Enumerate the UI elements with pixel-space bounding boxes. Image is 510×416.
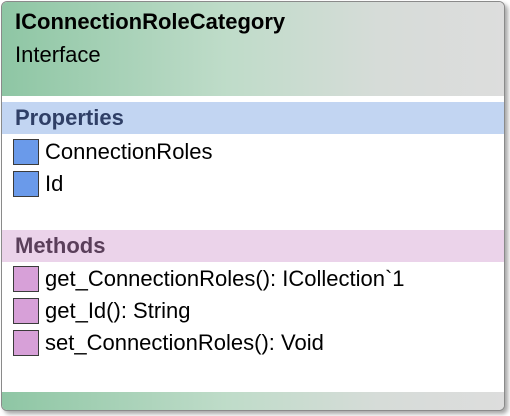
property-label: ConnectionRoles (45, 139, 213, 164)
method-item[interactable]: set_ConnectionRoles(): Void (13, 329, 324, 357)
method-icon (13, 330, 39, 356)
class-footer (2, 392, 504, 410)
method-label: get_ConnectionRoles(): ICollection`1 (45, 266, 405, 291)
method-item[interactable]: get_ConnectionRoles(): ICollection`1 (13, 265, 405, 293)
property-item[interactable]: Id (13, 170, 63, 198)
method-item[interactable]: get_Id(): String (13, 297, 191, 325)
method-label: get_Id(): String (45, 298, 191, 323)
methods-section-header[interactable]: Methods (2, 230, 504, 262)
method-label: set_ConnectionRoles(): Void (45, 330, 324, 355)
class-stereotype: Interface (15, 42, 101, 67)
class-name: IConnectionRoleCategory (15, 9, 286, 34)
property-icon (13, 171, 39, 197)
class-header: IConnectionRoleCategory Interface (2, 2, 504, 96)
property-icon (13, 139, 39, 165)
method-icon (13, 266, 39, 292)
properties-section-header[interactable]: Properties (2, 102, 504, 134)
property-item[interactable]: ConnectionRoles (13, 138, 213, 166)
method-icon (13, 298, 39, 324)
property-label: Id (45, 171, 64, 196)
class-box[interactable]: IConnectionRoleCategory Interface Proper… (1, 1, 505, 411)
